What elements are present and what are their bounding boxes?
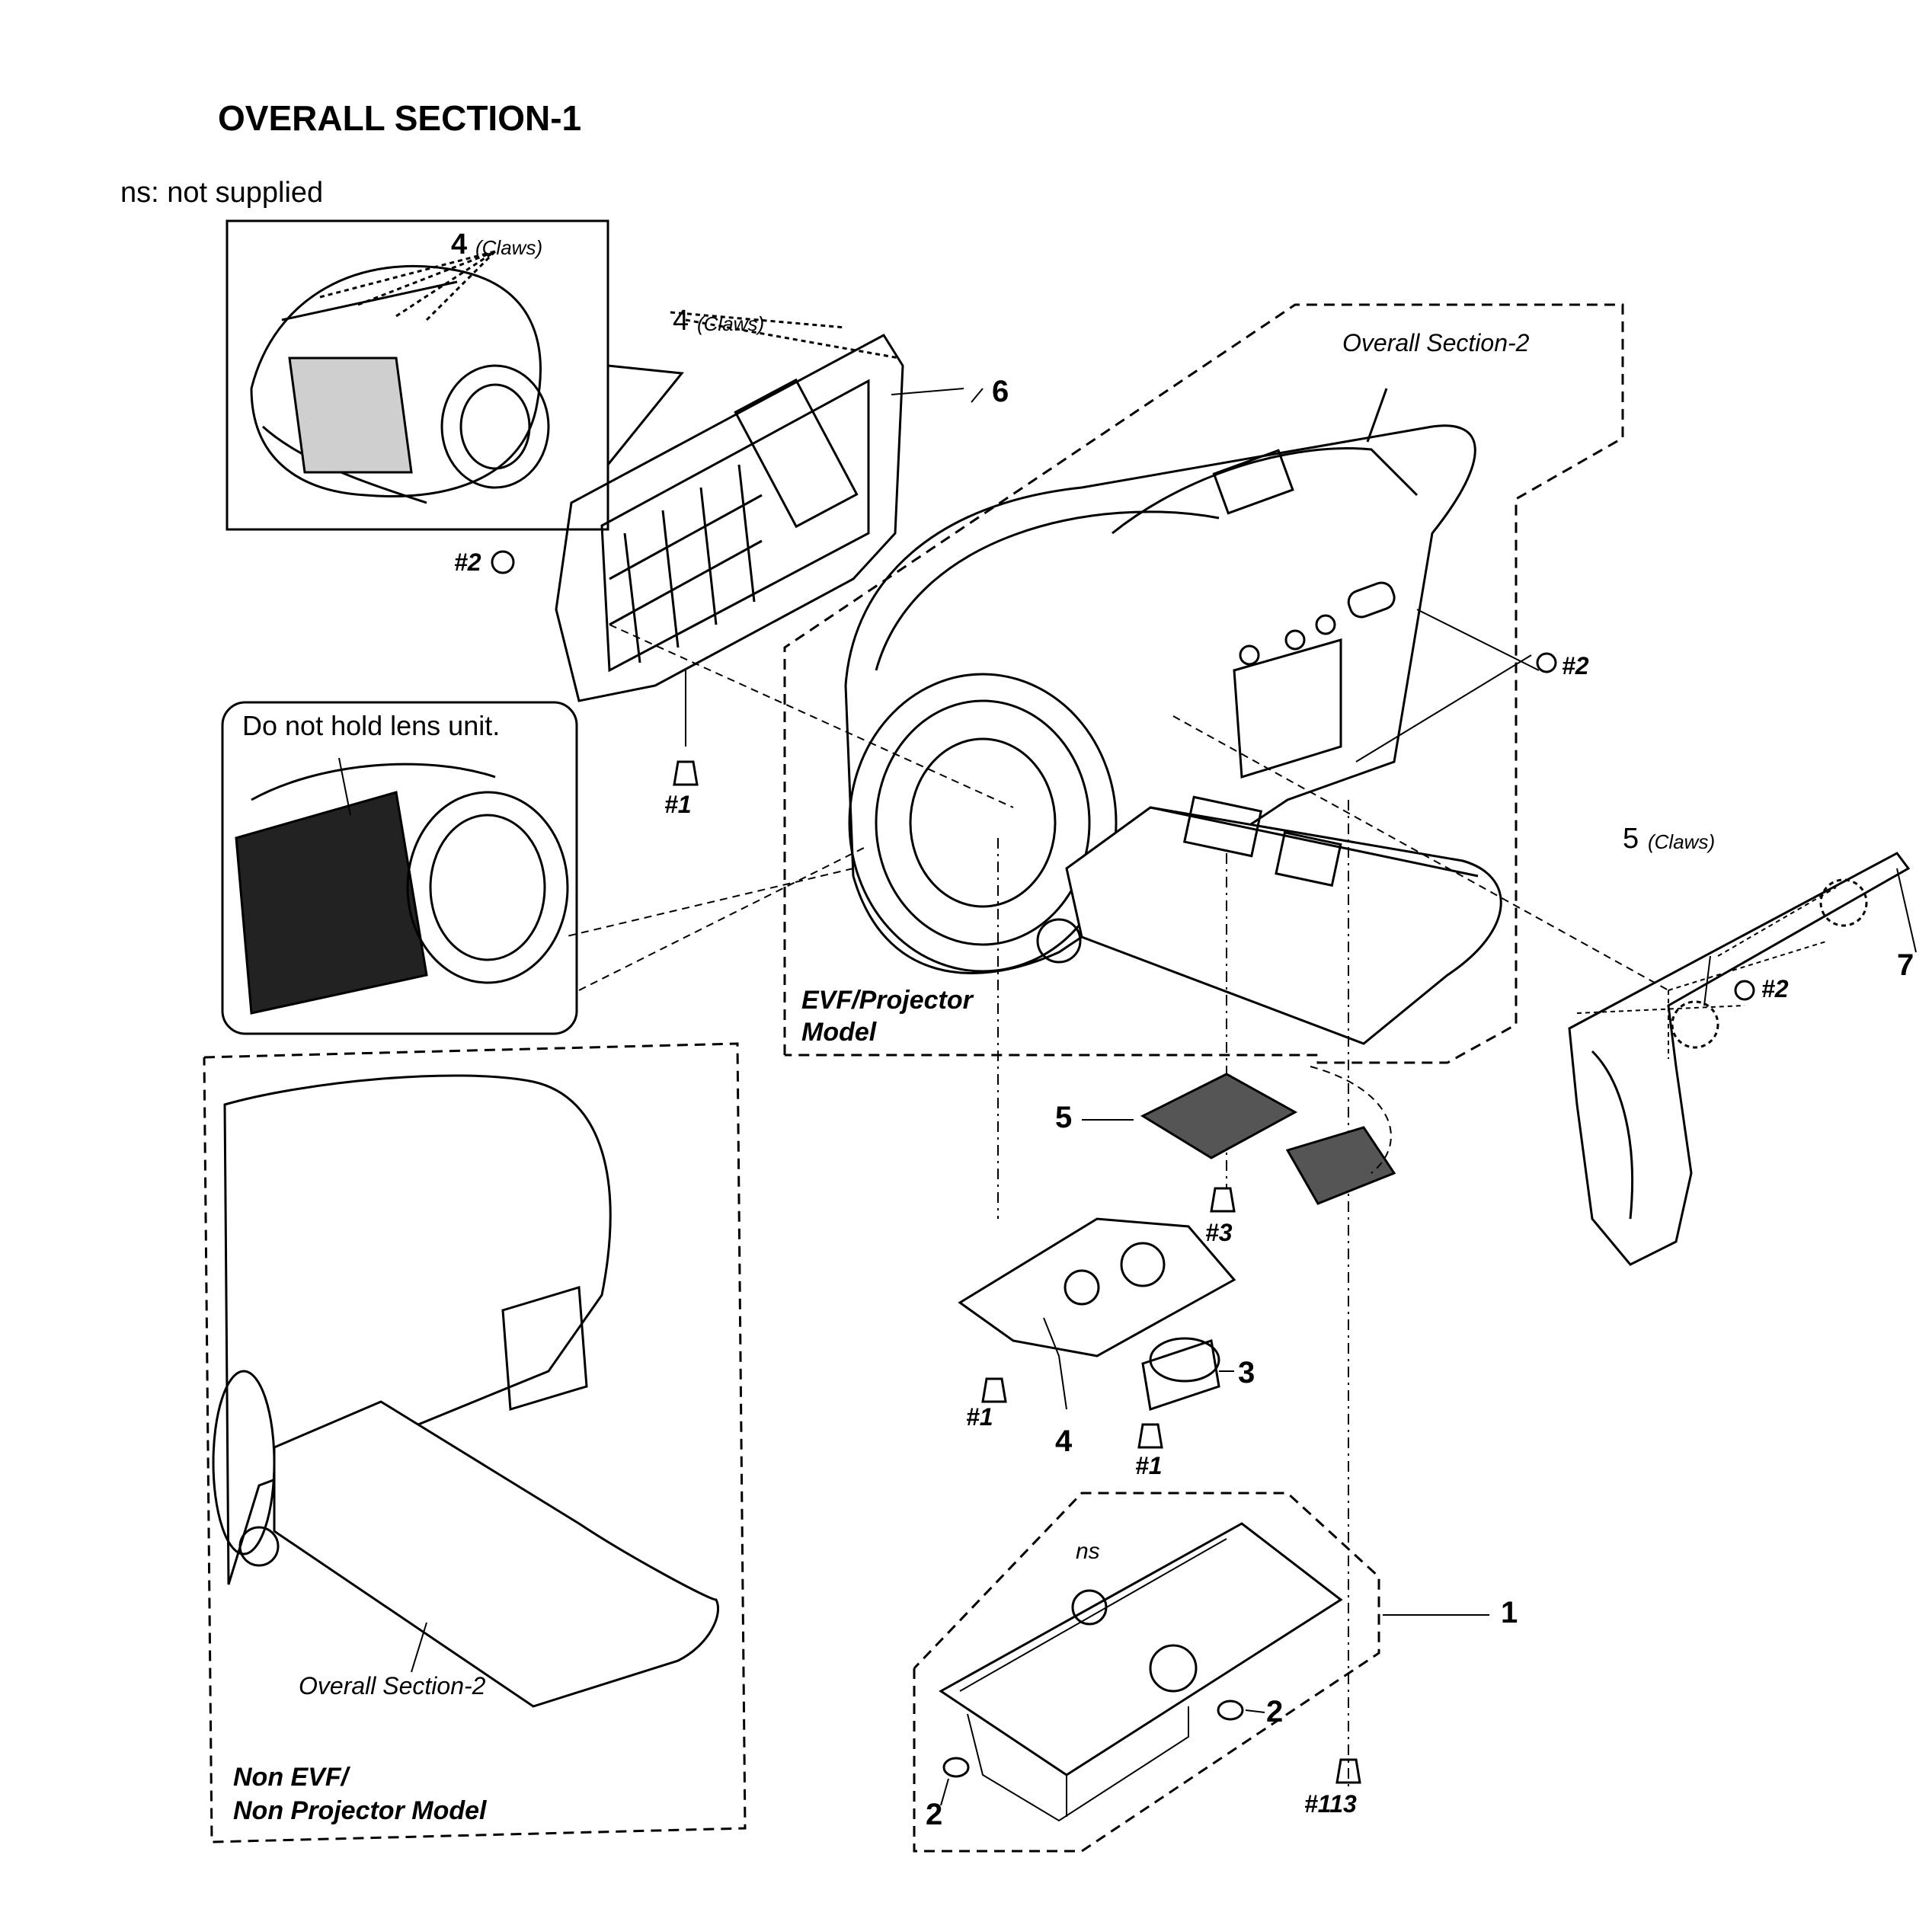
screw-1-cabinet: #1	[664, 791, 692, 818]
left-cabinet-part	[555, 311, 904, 702]
evf-model-label-line1: EVF/Projector	[801, 986, 973, 1015]
not-supplied-marker: ns	[1076, 1539, 1100, 1564]
overall-section-2-top-label: Overall Section-2	[1342, 329, 1530, 357]
lens-warning-note: Do not hold lens unit.	[242, 710, 501, 741]
screw-113: #113	[1304, 1790, 1357, 1818]
plate-part	[958, 1217, 1236, 1410]
main-camcorder-body	[844, 388, 1502, 1045]
right-bracket-part	[1568, 852, 1917, 1266]
claws-inset-note: (Claws)	[475, 236, 543, 259]
lens-inset-frame	[221, 701, 578, 1035]
screw-2-far-right: #2	[1761, 975, 1789, 1002]
part-4-callout: 4	[1055, 1425, 1073, 1458]
non-evf-frame	[203, 1042, 747, 1843]
part-7-callout: 7	[1897, 948, 1914, 982]
small-component-part	[1141, 1337, 1234, 1411]
screw-2-right: #2	[1562, 652, 1589, 680]
screw-1-bracket: #1	[1135, 1452, 1163, 1479]
legend-note: ns: not supplied	[120, 177, 324, 209]
part-2b-callout: 2	[1266, 1695, 1284, 1728]
camcorder-inset-illustration	[250, 250, 550, 504]
part-2a-callout: 2	[926, 1798, 943, 1831]
claws-inset-frame	[226, 219, 684, 531]
overall-section-2-bottom-label: Overall Section-2	[299, 1672, 486, 1700]
part-6-callout: 6	[992, 375, 1009, 408]
part-3-callout: 3	[1238, 1356, 1255, 1389]
non-evf-label-line1: Non EVF/	[233, 1763, 349, 1792]
screw-2-left: #2	[454, 548, 481, 576]
claws-top-note: (Claws)	[697, 312, 765, 335]
screw-1-plate: #1	[966, 1403, 993, 1431]
claws-top-count: 4	[673, 305, 689, 337]
claws-inset-count: 4	[451, 229, 468, 261]
screw-3: #3	[1205, 1219, 1233, 1246]
screws-layer	[491, 550, 1755, 1784]
non-evf-label-line2: Non Projector Model	[233, 1796, 487, 1825]
claws-right-note: (Claws)	[1648, 830, 1716, 853]
claws-right-count: 5	[1623, 823, 1639, 855]
page-title: OVERALL SECTION-1	[218, 98, 582, 138]
chassis-frame	[913, 1492, 1489, 1853]
leader-lines	[563, 388, 1829, 1790]
evf-model-label-line2: Model	[801, 1018, 877, 1047]
sheet-part	[1082, 1066, 1396, 1205]
part-5-callout: 5	[1055, 1101, 1073, 1134]
part-1-callout: 1	[1501, 1596, 1518, 1629]
